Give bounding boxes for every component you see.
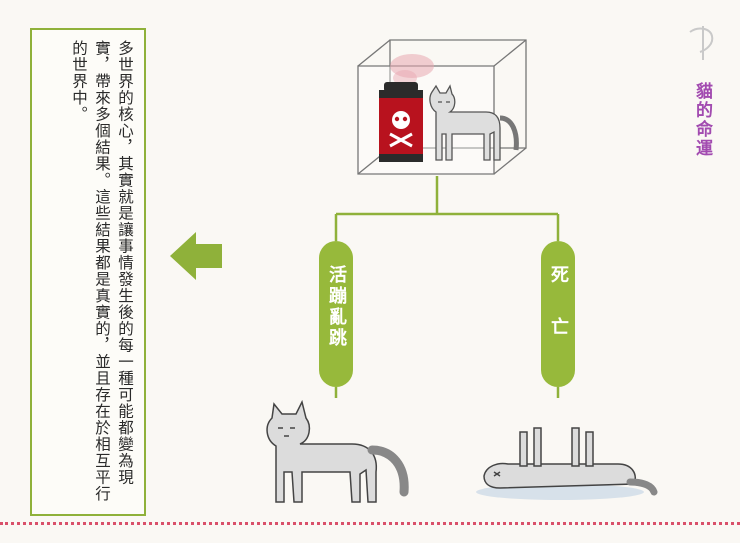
- outcome-alive-label: 活蹦亂跳: [326, 265, 347, 349]
- dead-cat-icon: [476, 427, 658, 500]
- outcome-dead-label: 死亡: [548, 265, 569, 369]
- explanation-box: 多世界的核心，其實就是讓事情發生後的每一種可能都變為現實，帶來多個結果。這些結果…: [30, 28, 146, 516]
- poison-bottle-icon: [379, 82, 423, 162]
- cat-in-box-icon: [429, 84, 519, 161]
- chapter-mark-icon: [689, 26, 714, 60]
- outcome-alive-pill: 活蹦亂跳: [319, 241, 353, 387]
- bottom-dotted-rule: [0, 522, 740, 525]
- alive-cat-icon: [266, 399, 409, 503]
- explanation-text: 多世界的核心，其實就是讓事情發生後的每一種可能都變為現實，帶來多個結果。這些結果…: [70, 40, 134, 502]
- branch-connector: [334, 176, 560, 398]
- left-arrow-icon: [170, 232, 222, 280]
- outcome-dead-pill: 死亡: [541, 241, 575, 387]
- side-title: 貓的命運: [692, 82, 712, 158]
